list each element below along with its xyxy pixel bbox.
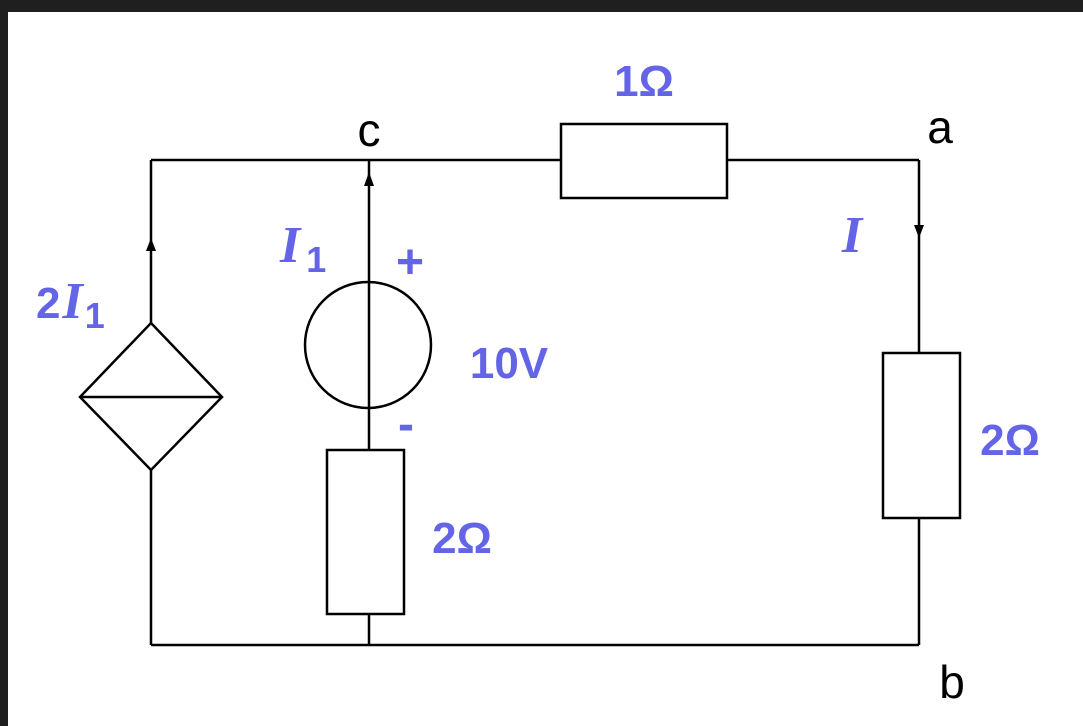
dependent-source-var: I [61,273,84,330]
node-label-c: c [358,104,381,156]
arrow-up-left-branch-icon [146,238,156,251]
current-i1-var: I [279,217,302,274]
current-i1-sub: 1 [306,239,326,280]
dependent-source-sub: 1 [85,295,105,336]
arrow-down-right-branch-icon [914,225,924,238]
resistor-middle-value: 2Ω [432,514,492,563]
dependent-current-source [78,321,224,472]
voltage-source-value: 10V [470,339,549,388]
node-label-b: b [939,656,965,708]
resistor-middle [325,448,406,616]
node-label-a: a [927,101,953,153]
resistor-right [881,351,962,520]
voltage-source [303,280,433,410]
arrow-up-middle-branch-icon [364,172,374,186]
voltage-minus-sign: - [398,398,414,451]
resistor-right-value: 2Ω [980,416,1040,465]
dependent-source-label: 2I1 [36,273,105,336]
dependent-source-coef: 2 [36,279,60,328]
resistor-top [559,122,729,200]
voltage-plus-sign: + [396,236,424,289]
resistor-top-value: 1Ω [614,57,674,106]
current-label-i: I [841,207,864,264]
